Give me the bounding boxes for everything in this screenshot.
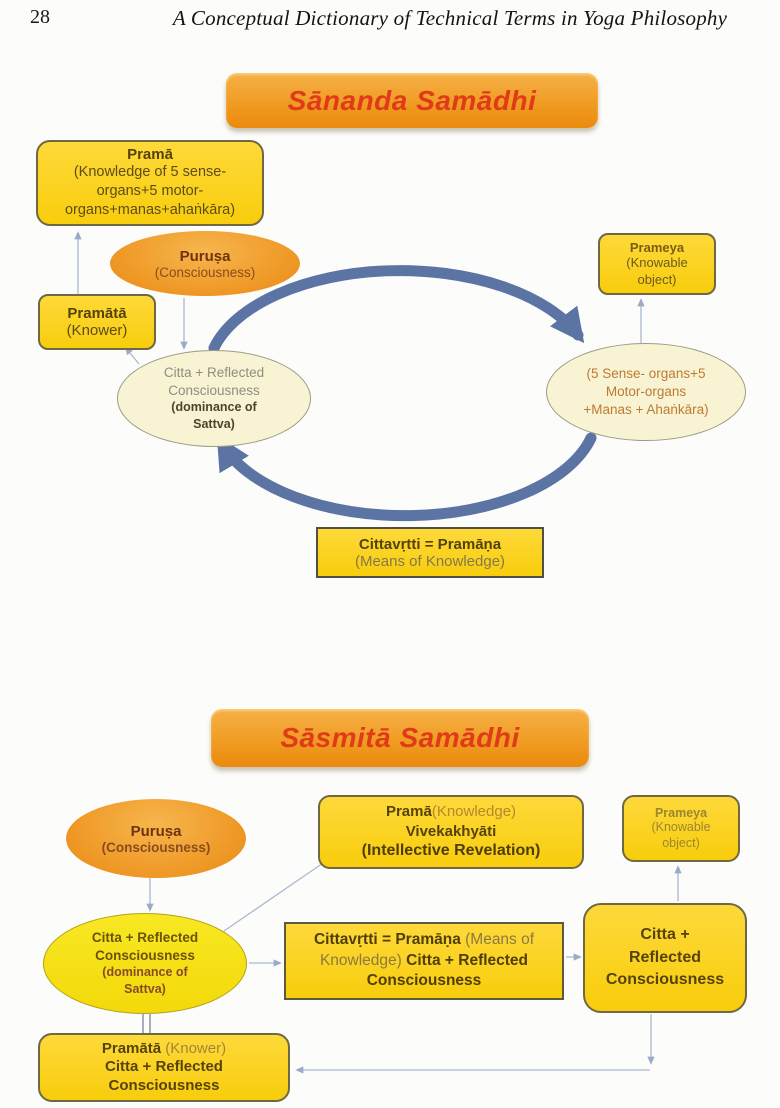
citta2-ellipse: Citta + Reflected Consciousness (dominan… xyxy=(43,913,247,1014)
pramata2-bold: Pramātā xyxy=(101,1039,162,1057)
sasmita-banner-title: Sāsmitā Samādhi xyxy=(280,722,520,753)
purusa-sub: (Consciousness) xyxy=(154,264,256,280)
prameya-box: Prameya (Knowable object) xyxy=(598,233,716,295)
running-title: A Conceptual Dictionary of Technical Ter… xyxy=(172,6,728,30)
cittavrtti-box: Cittavṛtti = Pramāṇa (Means of Knowledge… xyxy=(316,527,544,578)
citta2-ellipse-bottom: (dominance of Sattva) xyxy=(102,965,188,997)
sasmita-banner: Sāsmitā Samādhi xyxy=(211,709,589,767)
center-reg1: (Means of Knowledge) xyxy=(319,930,535,969)
prama-box: Pramā (Knowledge of 5 sense- organs+5 mo… xyxy=(36,140,264,226)
center-bold1: Cittavṛtti = Pramāṇa xyxy=(313,930,461,948)
citta-ellipse: Citta + Reflected Consciousness (dominan… xyxy=(117,350,311,447)
prama2-bold: Pramā xyxy=(385,803,432,821)
connector-citta2-to-prama2 xyxy=(223,860,327,932)
cittavrtti-heading: Cittavṛtti = Pramāṇa xyxy=(358,535,502,553)
page-number: 28 xyxy=(30,6,50,28)
pramata2-line1: Pramātā (Knower) xyxy=(102,1040,226,1057)
prameya-heading: Prameya xyxy=(629,240,685,256)
cycle-arrow-top xyxy=(208,265,585,354)
citta-ellipse-top: Citta + Reflected Consciousness xyxy=(163,365,265,398)
prama-body: (Knowledge of 5 sense- organs+5 motor- o… xyxy=(64,164,236,218)
purusa2-heading: Puruṣa xyxy=(130,822,182,840)
cittavrtti-sub: (Means of Knowledge) xyxy=(354,552,506,570)
prama2-line1: Pramā(Knowledge) xyxy=(386,802,516,822)
purusa-heading: Puruṣa xyxy=(179,247,231,265)
right-citta-text: Citta + Reflected Consciousness xyxy=(605,926,725,989)
purusa2-ellipse: Puruṣa (Consciousness) xyxy=(66,799,246,878)
organs-ellipse-text: (5 Sense- organs+5 Motor-organs +Manas +… xyxy=(583,365,709,418)
prama2-line3: (Intellective Revelation) xyxy=(361,842,541,860)
center-box: Cittavṛtti = Pramāṇa (Means of Knowledge… xyxy=(284,922,564,1000)
prameya2-box: Prameya (Knowable object) xyxy=(622,795,740,862)
citta-ellipse-bottom: (dominance of Sattva) xyxy=(171,400,257,432)
purusa2-sub: (Consciousness) xyxy=(101,839,211,855)
connector-citta-to-pramata xyxy=(124,346,140,365)
pramata-heading: Pramātā xyxy=(67,305,127,322)
prameya-body: (Knowable object) xyxy=(626,255,688,287)
right-citta-box: Citta + Reflected Consciousness xyxy=(583,903,747,1013)
sananda-banner: Sānanda Samādhi xyxy=(226,73,598,128)
prama-heading: Pramā xyxy=(127,146,173,164)
pramata2-line2: Citta + Reflected Consciousness xyxy=(105,1057,223,1095)
pramata-box: Pramātā (Knower) xyxy=(38,294,156,350)
prama2-line2: Vivekakhyāti xyxy=(405,822,497,840)
pramata2-knower: (Knower) xyxy=(161,1039,227,1057)
center-bold2: Citta + Reflected Consciousness xyxy=(366,951,529,990)
pramata-sub: (Knower) xyxy=(66,322,128,339)
cycle-arrow-bottom xyxy=(216,432,597,522)
prameya2-body: (Knowable object) xyxy=(651,819,711,850)
sananda-banner-title: Sānanda Samādhi xyxy=(287,84,537,116)
citta2-ellipse-top: Citta + Reflected Consciousness xyxy=(91,930,199,963)
purusa-ellipse: Puruṣa (Consciousness) xyxy=(110,231,300,296)
prameya2-heading: Prameya xyxy=(654,805,708,820)
pramata2-box: Pramātā (Knower) Citta + Reflected Consc… xyxy=(38,1033,290,1102)
prama2-box: Pramā(Knowledge) Vivekakhyāti (Intellect… xyxy=(318,795,584,869)
prama2-knowledge: (Knowledge) xyxy=(431,803,517,821)
center-box-text: Cittavṛtti = Pramāṇa (Means of Knowledge… xyxy=(296,930,552,993)
organs-ellipse: (5 Sense- organs+5 Motor-organs +Manas +… xyxy=(546,343,746,441)
